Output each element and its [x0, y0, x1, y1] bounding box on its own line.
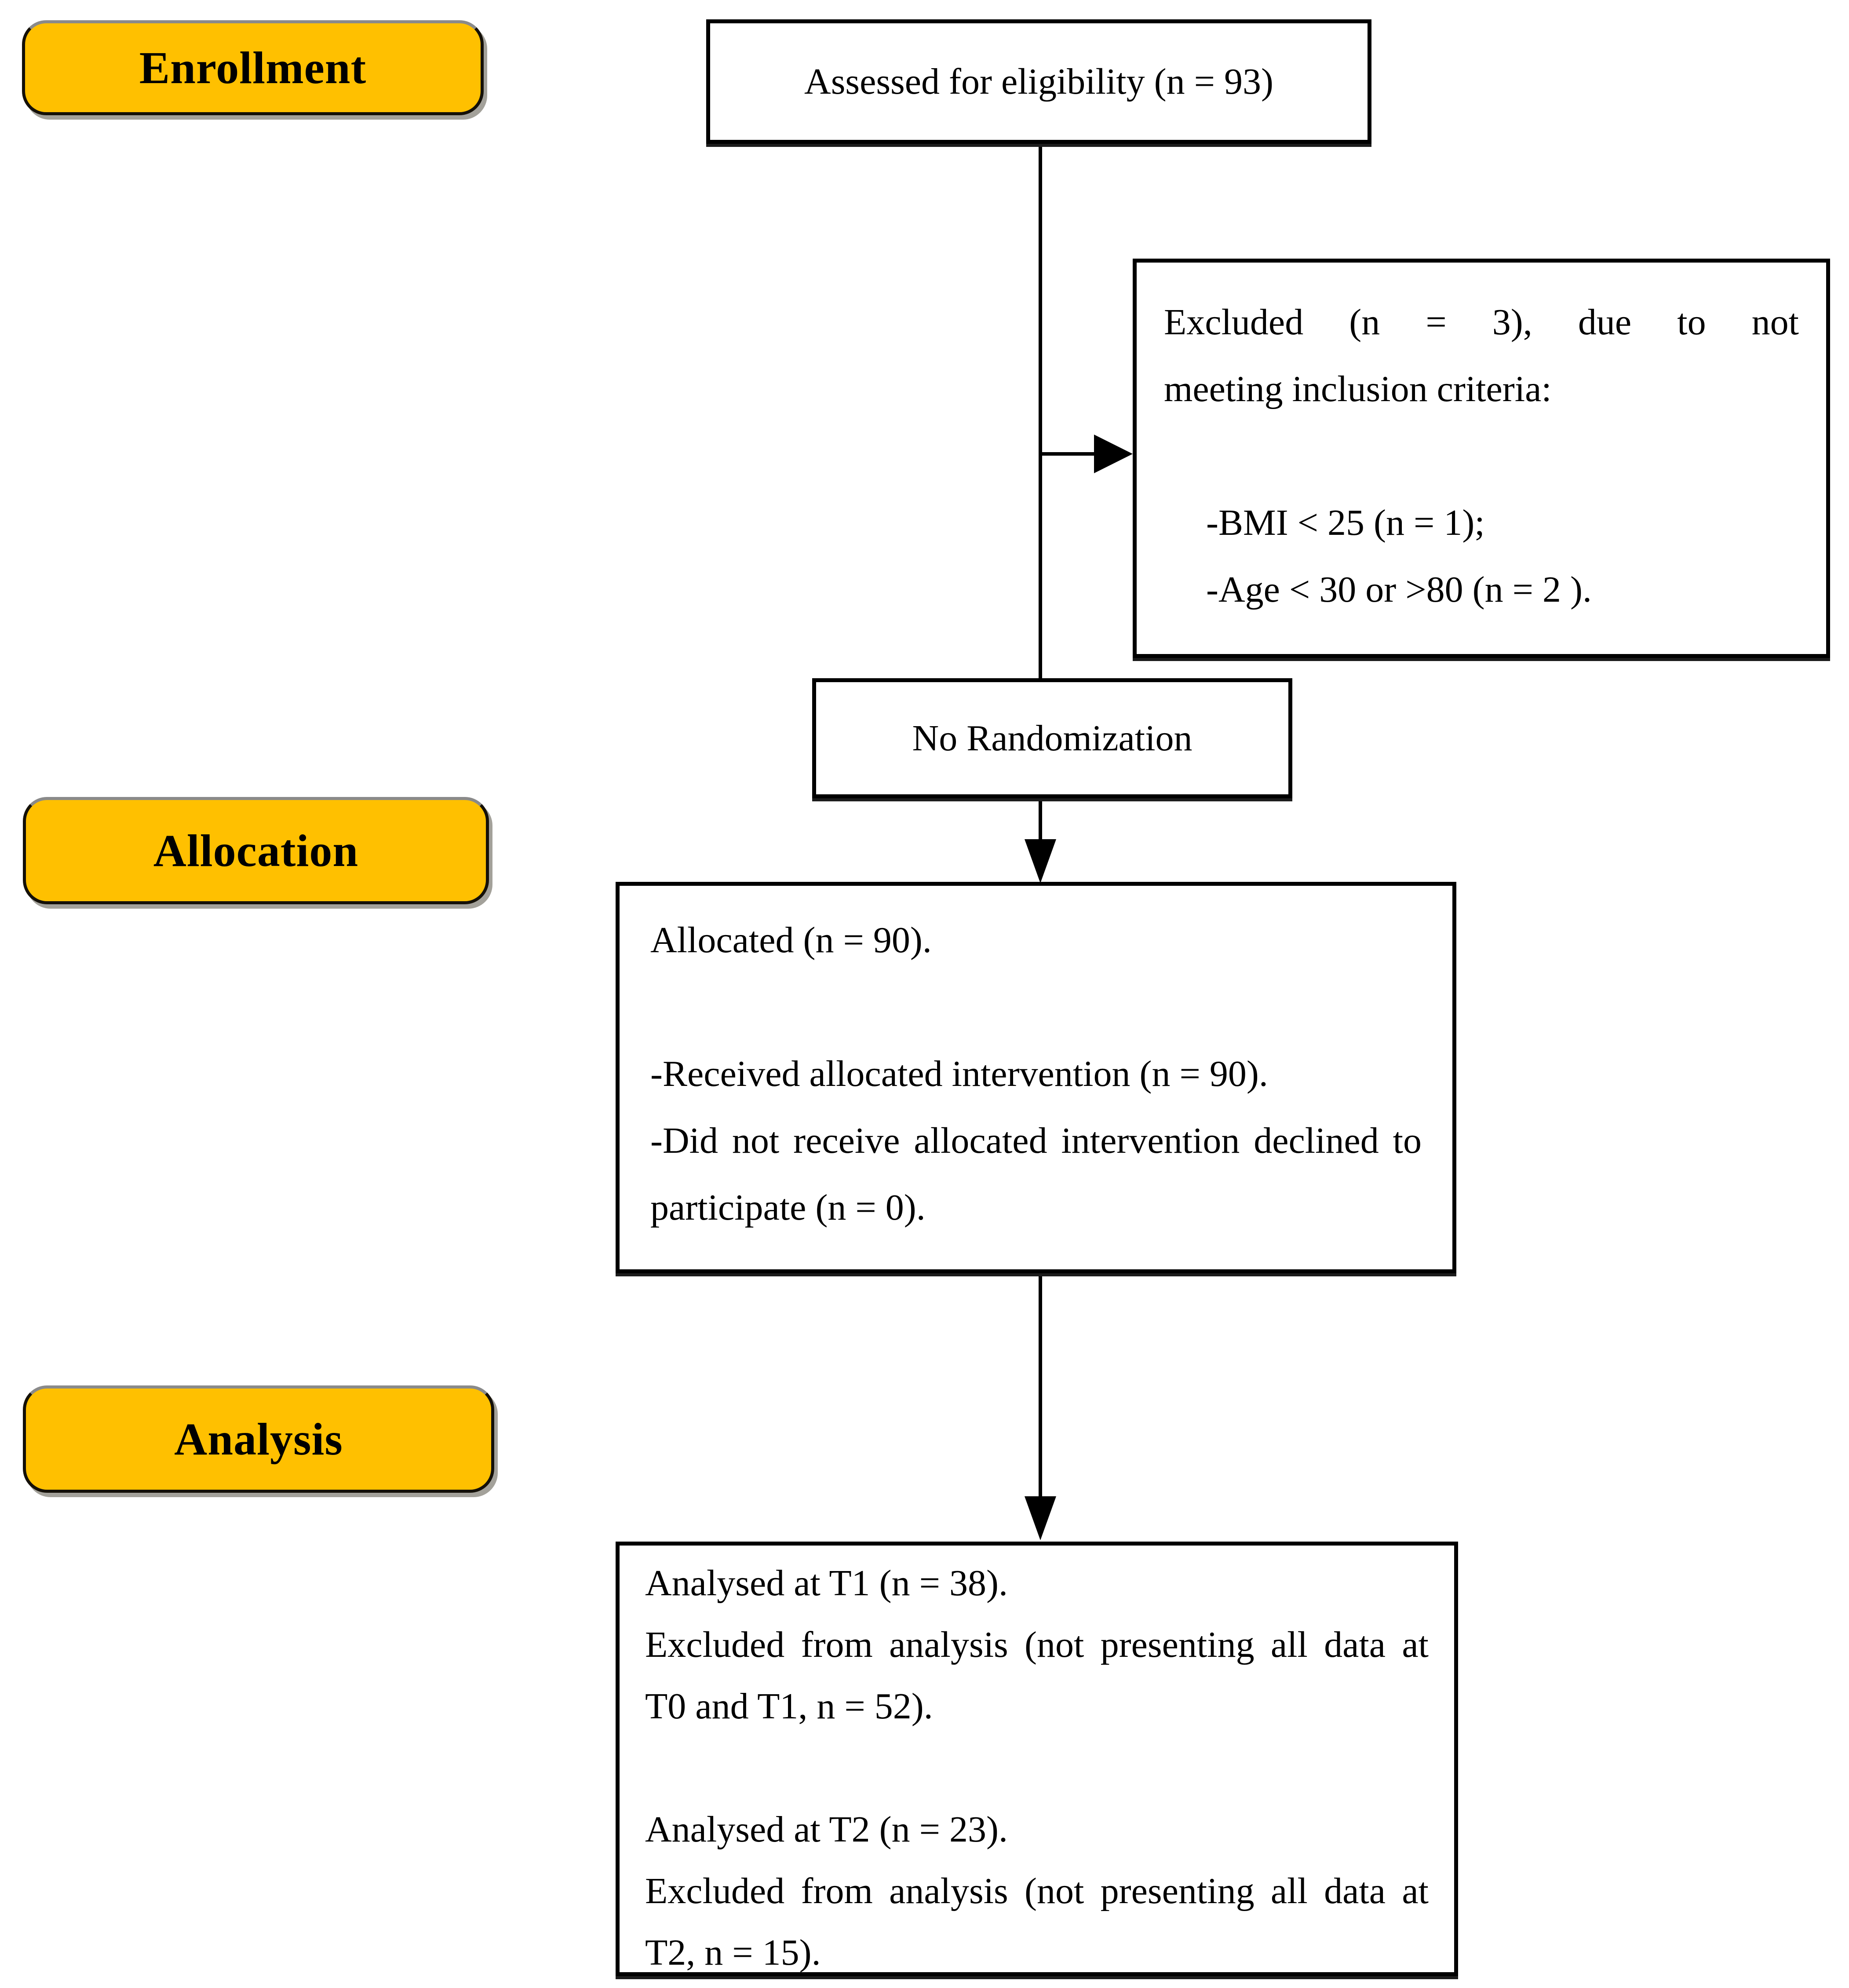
text-line: -Age < 30 or >80 (n = 2 ). — [1206, 569, 1592, 610]
connector-norandomization-to-allocated — [1039, 798, 1042, 840]
stage-badge-analysis: Analysis — [23, 1385, 494, 1493]
down-arrowhead-icon — [1025, 839, 1056, 883]
text-line: Analysed at T2 (n = 23). — [645, 1809, 1008, 1850]
text-line: -Did not receive allocated intervention … — [650, 1120, 1422, 1161]
text-line: Excluded from analysis (not presenting a… — [645, 1871, 1429, 1911]
flow-box-assessed-for-eligibility: Assessed for eligibility (n = 93) — [706, 19, 1371, 144]
stage-label-enrollment: Enrollment — [139, 42, 367, 93]
flow-box-no-randomization: No Randomization — [812, 678, 1292, 798]
text-line: -BMI < 25 (n = 1); — [1206, 502, 1485, 543]
flow-box-analysed: Analysed at T1 (n = 38). Excluded from an… — [616, 1542, 1458, 1976]
stage-label-allocation: Allocation — [153, 825, 359, 876]
text-line: T0 and T1, n = 52). — [645, 1686, 933, 1727]
text-line: Analysed at T1 (n = 38). — [645, 1563, 1008, 1604]
stage-badge-enrollment: Enrollment — [22, 20, 484, 115]
connector-assessed-to-norandomization — [1039, 144, 1042, 678]
stage-label-analysis: Analysis — [174, 1414, 343, 1465]
text-line: T2, n = 15). — [645, 1932, 821, 1973]
text-line: meeting inclusion criteria: — [1164, 369, 1552, 409]
flow-box-excluded: Excluded (n = 3), due to not meeting incl… — [1133, 259, 1830, 658]
down-arrowhead-icon — [1025, 1496, 1056, 1540]
no-randomization-text: No Randomization — [912, 718, 1193, 759]
text-line: Allocated (n = 90). — [650, 920, 932, 961]
assessed-text: Assessed for eligibility (n = 93) — [804, 61, 1273, 102]
connector-branch-to-excluded — [1040, 452, 1106, 456]
text-line: Excluded from analysis (not presenting a… — [645, 1624, 1429, 1665]
flow-box-allocated: Allocated (n = 90). -Received allocated i… — [616, 882, 1456, 1273]
right-arrowhead-icon — [1094, 435, 1133, 473]
connector-allocated-to-analysed — [1039, 1273, 1042, 1498]
text-line: participate (n = 0). — [650, 1187, 926, 1228]
text-line: Excluded (n = 3), due to not — [1164, 302, 1799, 343]
stage-badge-allocation: Allocation — [23, 797, 489, 904]
text-line: -Received allocated intervention (n = 90… — [650, 1053, 1268, 1094]
